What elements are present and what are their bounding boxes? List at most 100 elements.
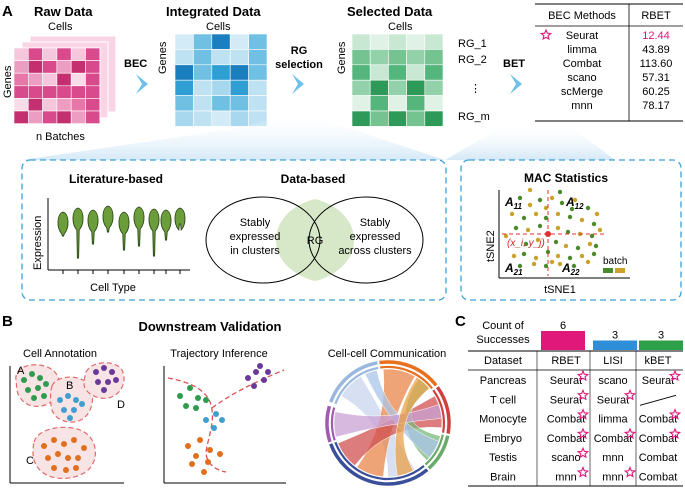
raw-matrix-cell [13,72,29,87]
integrated-cell [229,64,249,81]
trajectory-point [197,437,203,443]
raw-genes-label: Genes [2,65,14,98]
mac-point [535,237,541,243]
data-based-title: Data-based [281,172,346,186]
integrated-genes-label: Genes [157,41,169,74]
communication-title: Cell-cell Communication [328,348,447,360]
venn-right-circle [308,196,424,284]
selected-cell [388,64,407,81]
bec-method-name: mnn [571,100,592,112]
selected-cell [351,79,371,96]
mac-quadrant-labels: A11 A12 A21 A22 [504,195,584,277]
cluster-label-a: A [17,365,25,377]
mac-point [563,243,569,249]
annotation-point [21,377,27,383]
annotation-point [95,379,101,385]
integrated-cell [193,49,213,66]
success-star-icon [576,446,590,459]
annotation-point [71,437,77,443]
chord-outer-arc [427,435,450,470]
mac-point [525,227,531,233]
selected-genes-label: Genes [336,41,348,74]
raw-matrix-cell [70,98,86,112]
integrated-cell [174,33,194,50]
bec-rbet-value: 43.89 [642,44,670,56]
panel-a-label: A [2,3,13,20]
annotation-point [81,445,87,451]
venn-left-circle [205,196,321,284]
literature-title: Literature-based [69,172,163,186]
chord-inner-arc [432,389,446,433]
chord-inner-arc [334,366,379,405]
annotation-point [109,369,115,375]
mac-point [553,239,559,245]
raw-matrix-cell [27,72,43,87]
raw-cells-label: Cells [48,21,73,33]
bec-rbet-value: 78.17 [642,100,670,112]
annotation-point [45,455,51,461]
annotation-cluster-outline-b [49,376,94,423]
selected-cell [406,64,426,81]
cluster-label-b: B [66,380,73,392]
best-method-cell: scano [551,452,580,464]
mac-point [527,202,533,208]
selected-cell [388,33,407,50]
violin-shape [160,209,172,241]
violin-shape [133,206,145,247]
best-method-cell: Seurat [597,394,629,406]
raw-matrix-cell [42,60,58,74]
selected-cell [388,110,407,127]
selected-cell [351,110,371,127]
integrated-matrix [174,33,268,127]
selected-cell [369,49,389,66]
violin-shape [87,209,99,245]
annotation-point [75,455,81,461]
bec-method-name: Seurat [566,30,598,42]
mac-point [569,206,575,212]
count-label-line1: Count of [482,320,525,332]
integrated-cells-label: Cells [206,21,231,33]
selected-cell [406,95,426,112]
best-method-cell: Combat [547,414,586,426]
trajectory-point [177,393,183,399]
raw-matrix-cell [56,98,72,112]
downstream-title: Downstream Validation [138,319,281,334]
trajectory-point [193,453,199,459]
best-method-cell: mnn [602,472,623,484]
annotation-point [73,397,79,403]
mac-scatter [503,187,603,269]
trajectory-branch [211,369,285,409]
mac-point [513,225,519,231]
raw-matrix-cell [27,47,43,61]
selected-cell [351,49,371,66]
raw-matrix-cell [70,72,86,87]
trajectory-point [203,417,209,423]
chord-inner-arc [424,434,444,466]
selected-cell [388,49,407,66]
bec-table-header-methods: BEC Methods [548,10,616,22]
integrated-cell [174,95,194,112]
bec-rbet-value: 12.44 [642,30,670,42]
quadrant-a21: A21 [504,261,523,277]
rg-row-label: RG_m [458,111,490,123]
mac-point [537,197,543,203]
selected-cell [424,33,444,50]
best-method-cell: limma [598,414,628,426]
success-bar-label: 3 [612,330,618,342]
selected-cell [424,49,444,66]
raw-matrix-cell [13,85,29,99]
venn-right-line1: Stably [360,217,391,229]
violin-shape [118,211,130,251]
annotation-point [113,377,119,383]
selected-cell [351,95,371,112]
mac-point [559,200,565,206]
mac-point [575,245,581,251]
chord-outer-arc [379,360,438,387]
cell-annotation-title: Cell Annotation [23,348,97,360]
annotation-point [73,465,79,471]
trajectory-point [217,451,223,457]
integrated-cell [174,64,194,81]
best-method-cell: mnn [555,472,576,484]
integrated-cell [211,49,231,66]
